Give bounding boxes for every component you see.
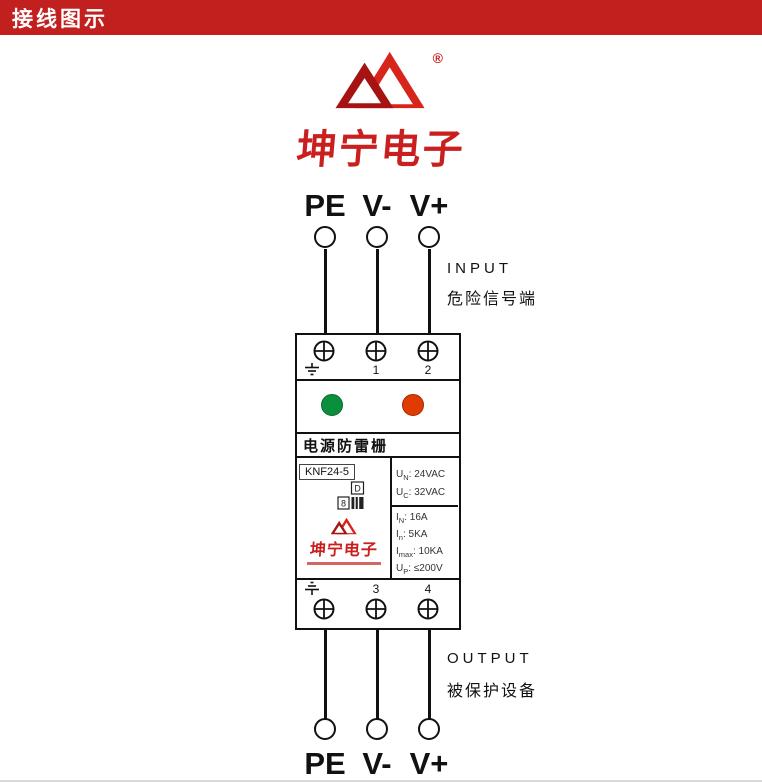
terminal-ring-pe-top [314, 226, 336, 248]
spec-in-rated: IN: 16A [396, 511, 443, 528]
spec-value: : 5KA [402, 529, 428, 540]
page-title: 接线图示 [12, 7, 108, 31]
screw-terminal-2 [417, 340, 439, 362]
terminal-ring-vminus-top [366, 226, 388, 248]
spec-base: U [396, 487, 404, 498]
output-sublabel: 被保护设备 [447, 683, 538, 700]
device-top-separator [297, 379, 459, 381]
device-brand-name: 坤宁电子 [309, 542, 379, 559]
screw-terminal-pe-out [313, 598, 335, 620]
terminal-number-4: 4 [424, 582, 432, 596]
wire-vminus-top [376, 249, 379, 333]
spec-sub: N [398, 516, 405, 525]
info-vertical-divider [390, 458, 392, 578]
device-bottom-separator [297, 578, 459, 580]
screw-terminal-3 [365, 598, 387, 620]
terminal-label-pe-top: PE [304, 188, 346, 223]
voltage-specs: UN: 24VAC UC: 32VAC [396, 467, 445, 503]
screw-icon [417, 598, 439, 620]
brand-logo-block: ® 坤宁电子 [0, 50, 762, 175]
spec-base: I [396, 529, 399, 540]
screw-terminal-4 [417, 598, 439, 620]
spec-value: : 16A [404, 512, 428, 523]
logo-fineprint-line [307, 562, 381, 565]
earth-ground-icon [304, 581, 320, 595]
screw-terminal-1 [365, 340, 387, 362]
spec-sub: max [398, 550, 413, 559]
terminal-label-vplus-bottom: V+ [409, 746, 449, 781]
terminal-number-2: 2 [424, 363, 432, 377]
spec-base: U [396, 563, 404, 574]
surge-protector-device: 1 2 电源防雷栅 KNF24-5 D 8 [295, 333, 461, 630]
wire-vplus-bottom [428, 630, 431, 719]
output-label: OUTPUT [447, 650, 533, 667]
spec-un: UN: 24VAC [396, 467, 445, 485]
device-brand-logo: 坤宁电子 [299, 517, 389, 565]
spec-up: UP: ≤200V [396, 562, 443, 579]
spec-sub: C [403, 491, 409, 500]
wire-vplus-top [428, 249, 431, 333]
screw-icon [313, 598, 335, 620]
spec-value: : ≤200V [408, 563, 443, 574]
screw-icon [313, 340, 335, 362]
earth-ground-icon [304, 363, 320, 377]
device-name: 电源防雷栅 [303, 437, 389, 455]
green-indicator-light [321, 394, 343, 416]
spec-base: I [396, 512, 399, 523]
red-indicator-light [402, 394, 424, 416]
brand-mark: ® [335, 50, 443, 115]
terminal-ring-vplus-top [418, 226, 440, 248]
spec-sub: P [403, 567, 409, 576]
current-specs: IN: 16A In: 5KA Imax: 10KA UP: ≤200V [396, 511, 443, 579]
brand-name: 坤宁电子 [294, 128, 467, 172]
input-sublabel: 危险信号端 [447, 291, 538, 308]
device-model: KNF24-5 [299, 464, 356, 480]
spec-base: U [396, 469, 404, 480]
terminal-number-1: 1 [372, 363, 380, 377]
device-name-strip: 电源防雷栅 [297, 432, 459, 458]
terminal-label-vminus-bottom: V- [362, 746, 392, 781]
specs-divider [390, 505, 458, 507]
terminal-label-vminus-top: V- [362, 188, 392, 223]
spec-in-nominal: In: 5KA [396, 528, 443, 545]
spec-imax: Imax: 10KA [396, 545, 443, 562]
screw-terminal-pe-in [313, 340, 335, 362]
screw-icon [417, 340, 439, 362]
cert-digit: 8 [341, 499, 346, 509]
spec-base: I [396, 546, 399, 557]
terminal-number-3: 3 [372, 582, 380, 596]
cert-letter: D [354, 484, 361, 494]
brand-triangle-icon [335, 51, 425, 109]
wire-pe-bottom [324, 630, 327, 719]
screw-icon [365, 598, 387, 620]
spec-value: : 24VAC [408, 469, 446, 480]
registered-trademark-icon: ® [432, 50, 443, 66]
cert-mark-icon: D 8 [337, 481, 365, 511]
footer-divider [0, 780, 762, 782]
terminal-label-pe-bottom: PE [304, 746, 346, 781]
spec-value: : 32VAC [408, 487, 446, 498]
input-label: INPUT [447, 260, 512, 277]
terminal-ring-vplus-bottom [418, 718, 440, 740]
wire-pe-top [324, 249, 327, 333]
terminal-label-vplus-top: V+ [409, 188, 449, 223]
spec-uc: UC: 32VAC [396, 485, 445, 503]
terminal-ring-pe-bottom [314, 718, 336, 740]
brand-triangle-icon [331, 517, 357, 535]
terminal-ring-vminus-bottom [366, 718, 388, 740]
spec-value: : 10KA [412, 546, 443, 557]
header-banner: 接线图示 [0, 0, 762, 35]
wire-vminus-bottom [376, 630, 379, 719]
screw-icon [365, 340, 387, 362]
spec-sub: n [398, 533, 403, 542]
spec-sub: N [403, 473, 409, 482]
